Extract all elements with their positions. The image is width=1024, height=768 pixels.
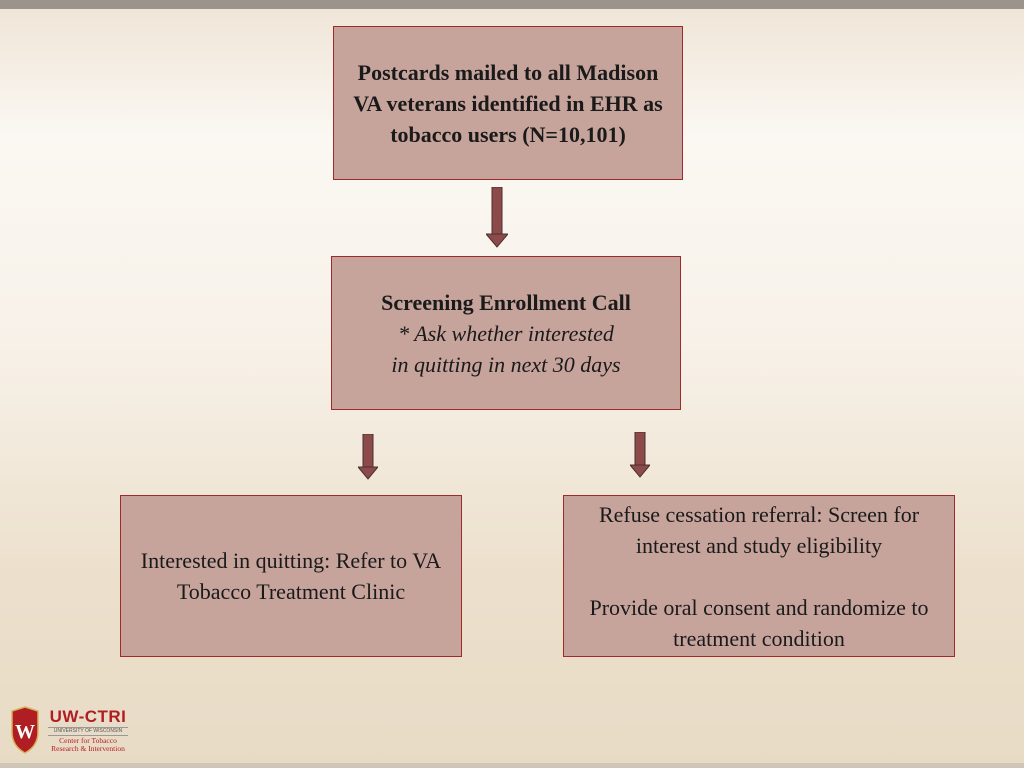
flow-box-screening-title: Screening Enrollment Call <box>381 289 631 315</box>
logo-center-line1: Center for Tobacco <box>59 736 117 745</box>
logo-wordmark: UW-CTRI <box>49 707 127 726</box>
uw-ctri-logo: W UW-CTRI UNIVERSITY OF WISCONSIN Center… <box>8 706 128 758</box>
flow-box-screening-note: * Ask whether interested in quitting in … <box>391 320 621 377</box>
flow-box-refuse: Refuse cessation referral: Screen for in… <box>563 495 955 657</box>
flow-box-screening: Screening Enrollment Call * Ask whether … <box>331 256 681 410</box>
flow-box-postcards: Postcards mailed to all Madison VA veter… <box>333 26 683 180</box>
svg-text:W: W <box>15 721 35 743</box>
arrow-down-icon <box>486 187 508 248</box>
flow-box-postcards-text: Postcards mailed to all Madison VA veter… <box>353 59 663 147</box>
bottom-bar <box>0 763 1024 768</box>
flow-box-refuse-line1: Refuse cessation referral: Screen for in… <box>598 501 920 558</box>
top-bar <box>0 0 1024 9</box>
logo-university: UNIVERSITY OF WISCONSIN <box>48 727 128 736</box>
arrow-down-icon <box>630 432 650 478</box>
crest-shield-icon: W <box>11 706 39 754</box>
logo-center-line2: Research & Intervention <box>51 744 125 753</box>
flow-box-refuse-line2: Provide oral consent and randomize to tr… <box>589 594 929 651</box>
arrow-down-icon <box>358 434 378 480</box>
flow-box-interested: Interested in quitting: Refer to VA Toba… <box>120 495 462 657</box>
flow-box-interested-text: Interested in quitting: Refer to VA Toba… <box>140 548 442 604</box>
